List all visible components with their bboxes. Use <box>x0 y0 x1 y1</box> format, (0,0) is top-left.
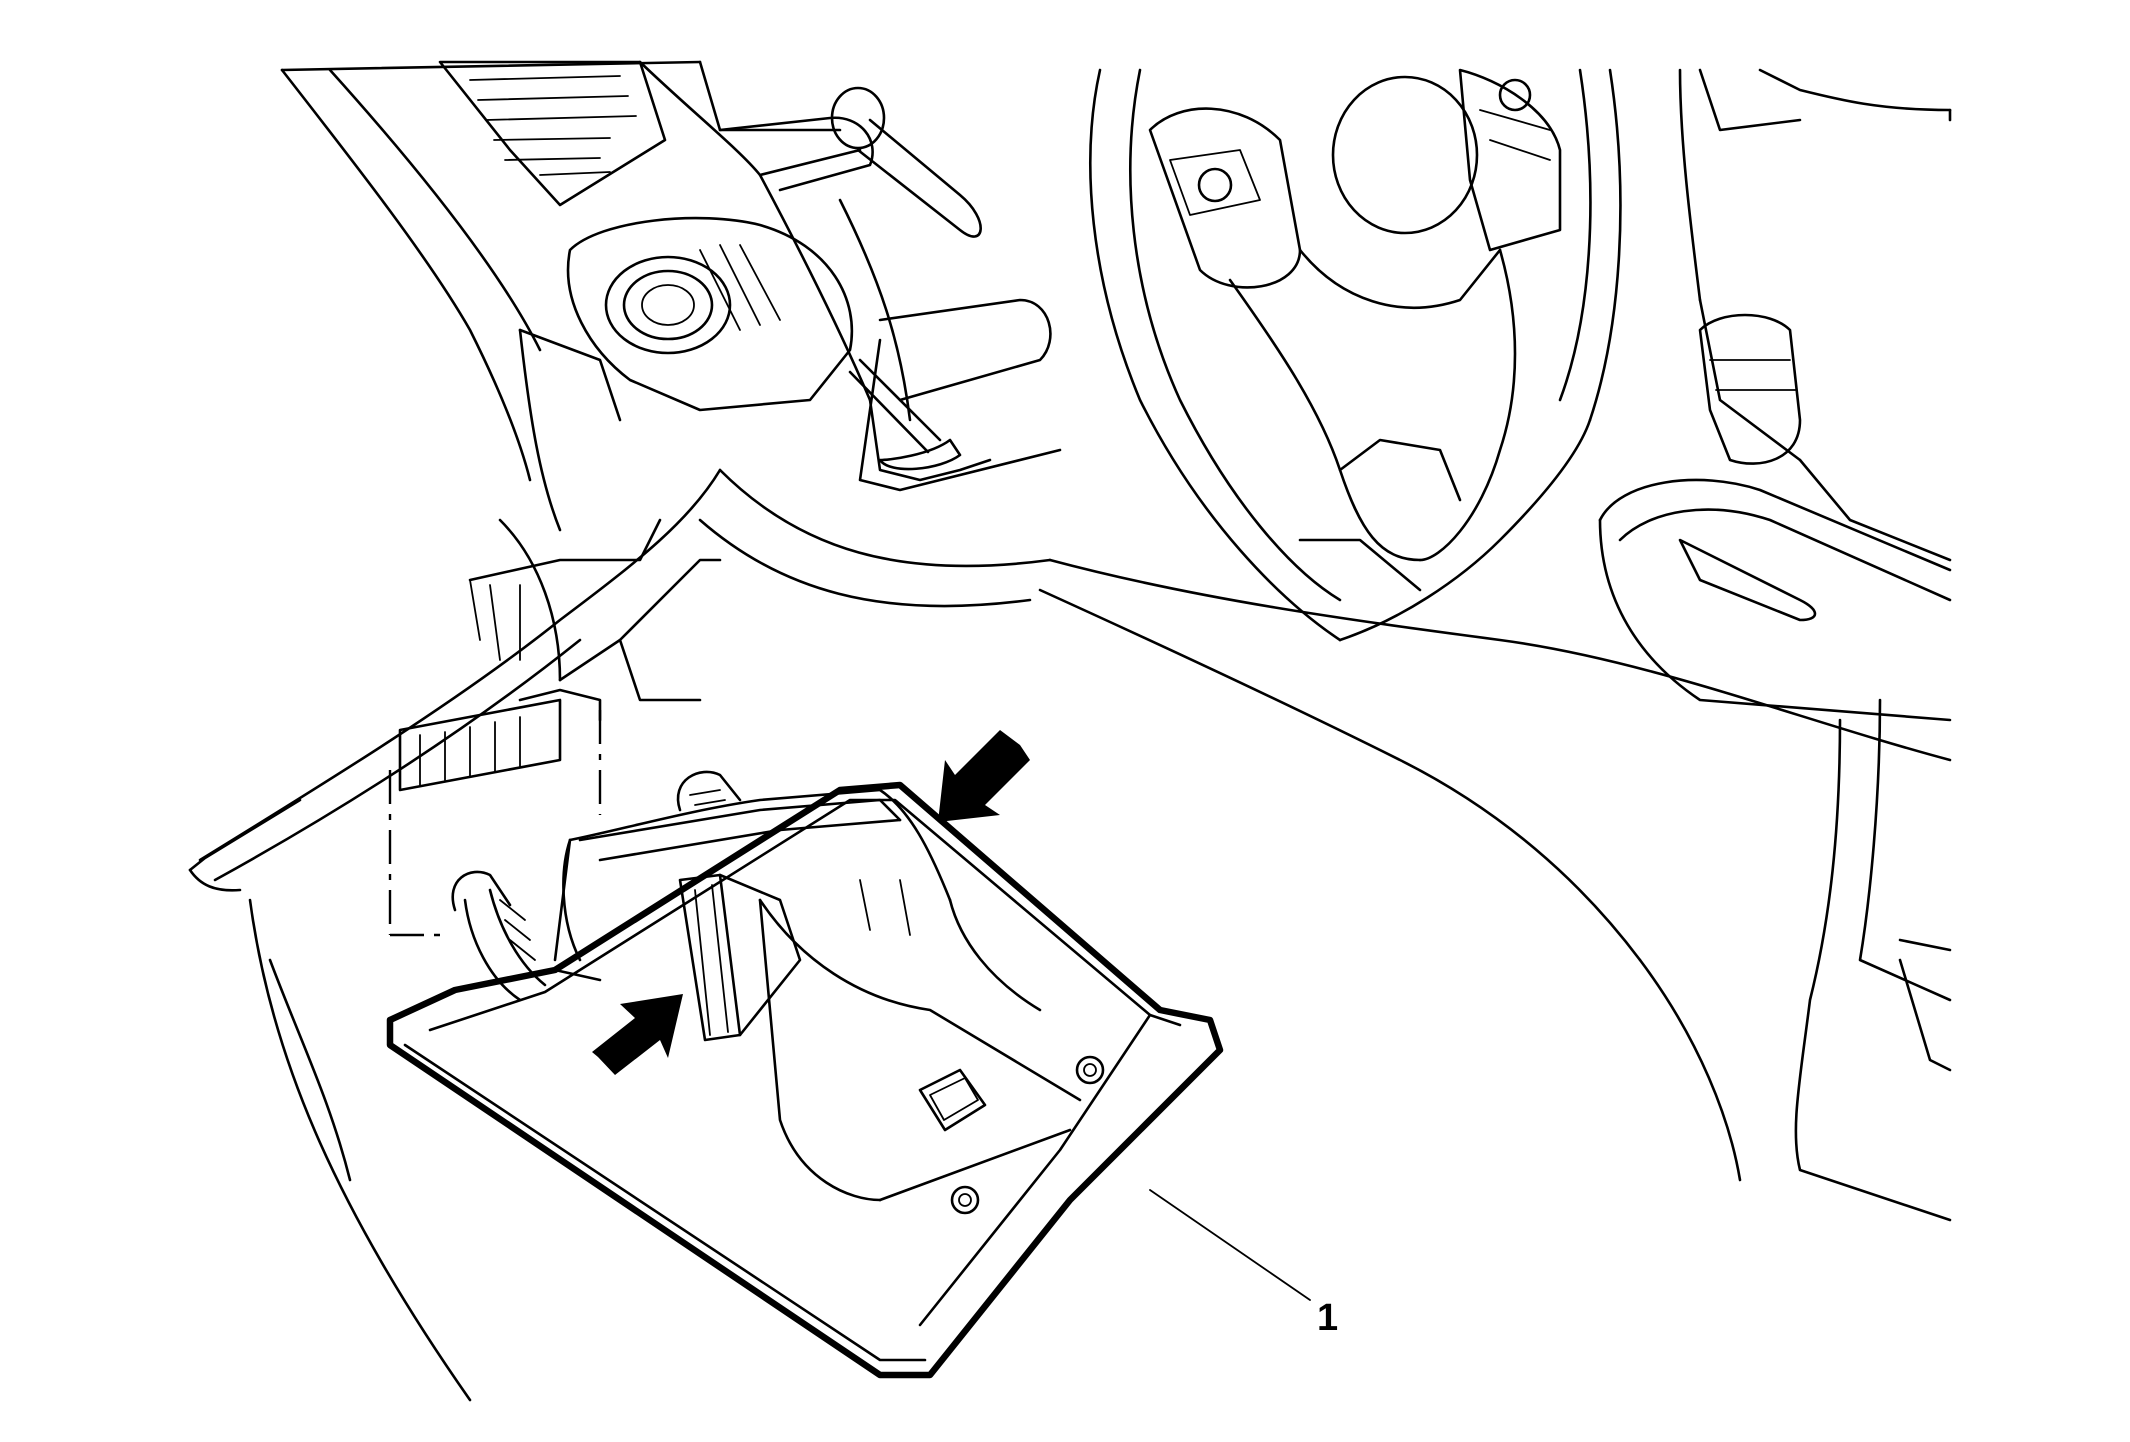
center-console <box>1598 68 1952 1222</box>
steering-column <box>698 86 1062 608</box>
callout-label: 1 <box>1317 1297 1338 1339</box>
lower-release-arrow <box>592 994 683 1075</box>
upper-release-arrow <box>938 730 1030 822</box>
instrument-panel <box>188 60 862 1402</box>
glove-box-assembly <box>386 770 1224 1379</box>
floor-carpet <box>1038 558 1952 1182</box>
steering-wheel <box>1089 68 1622 642</box>
callout-1: 1 <box>1149 1189 1338 1339</box>
